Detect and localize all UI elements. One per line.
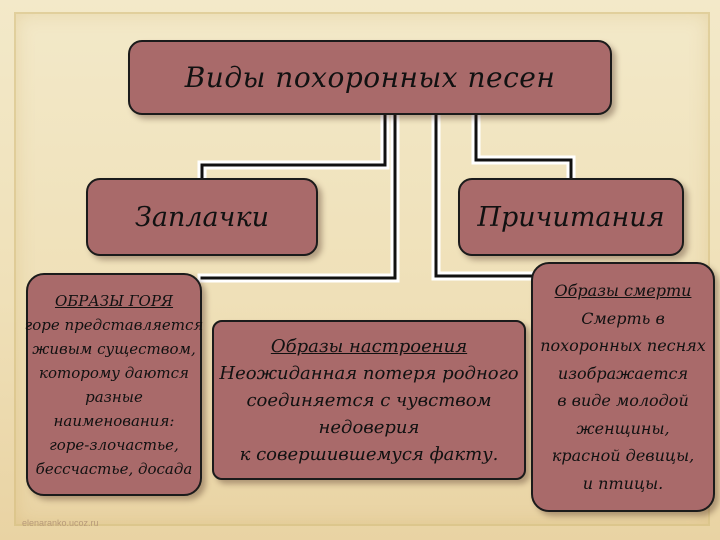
category-prichitaniya-label: Причитания: [477, 201, 665, 233]
connector-title-to-zaplachki: [197, 110, 390, 183]
death-line: Смерть в: [581, 308, 665, 328]
grief-line: горе-злочастье,: [49, 435, 179, 454]
grief-line: горе представляется: [24, 315, 204, 334]
death-line: красной девицы,: [551, 446, 695, 465]
grief-line: бессчастье, досада: [35, 459, 193, 478]
category-prichitaniya-box: Причитания: [458, 178, 684, 256]
death-line: женщины,: [576, 418, 670, 438]
death-images-box: Образы смерти Смерть в похоронных песнях…: [531, 262, 715, 512]
death-line: изображается: [557, 363, 689, 383]
source-watermark: elenaranko.ucoz.ru: [22, 518, 99, 528]
mood-heading: Образы настроения: [270, 335, 468, 357]
category-zaplachki-box: Заплачки: [86, 178, 318, 256]
diagram-title-box: Виды похоронных песен: [128, 40, 612, 115]
mood-images-box: Образы настроения Неожиданная потеря род…: [212, 320, 526, 480]
diagram-title: Виды похоронных песен: [184, 61, 556, 94]
death-line: и птицы.: [582, 473, 664, 493]
mood-line: к совершившемуся факту.: [239, 443, 499, 465]
connector-title-to-prichitaniya: [471, 110, 576, 183]
grief-line: разные: [85, 387, 143, 406]
grief-line: живым существом,: [32, 339, 196, 358]
mood-line: Неожиданная потеря родного: [219, 362, 519, 384]
grief-line: наименования:: [53, 411, 175, 430]
category-zaplachki-label: Заплачки: [135, 201, 269, 233]
grief-line: которому даются: [39, 363, 189, 382]
death-line: в виде молодой: [557, 391, 689, 410]
mood-line: недоверия: [318, 416, 420, 438]
death-line: похоронных песнях: [540, 336, 706, 355]
death-heading: Образы смерти: [554, 281, 692, 300]
grief-heading: ОБРАЗЫ ГОРЯ: [54, 291, 174, 310]
mood-line: соединяется с чувством: [246, 389, 492, 411]
grief-images-box: ОБРАЗЫ ГОРЯ горе представляется живым су…: [24, 273, 204, 496]
